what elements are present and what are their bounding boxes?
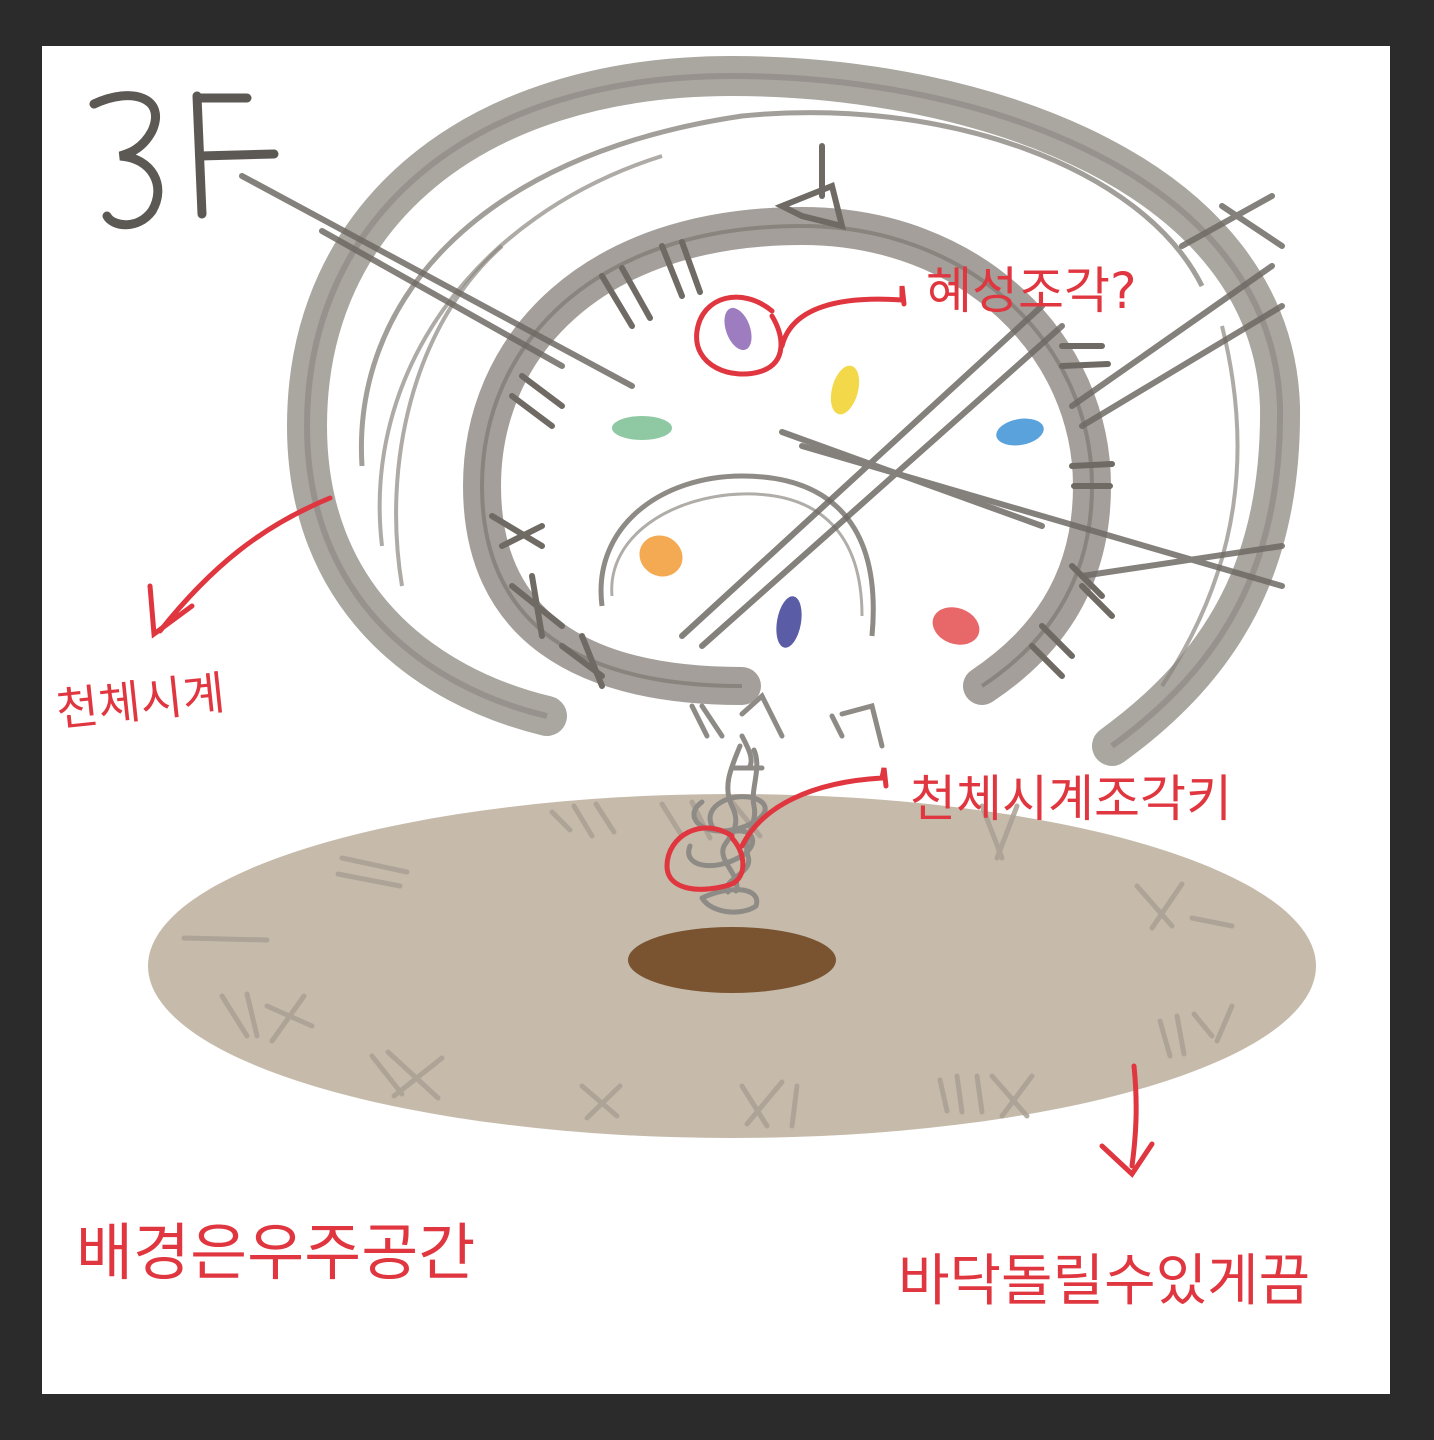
comet-fragments — [612, 307, 1044, 648]
annotation-astro-clock: 천체시계 — [54, 666, 228, 737]
inner-ring-ticks — [489, 143, 1115, 689]
floor-numerals — [181, 799, 1235, 1129]
blue-gem — [996, 418, 1044, 446]
floor-center-hole — [628, 927, 836, 993]
annotation-clock-fragment-key: 천체시계조각키 — [910, 770, 1232, 828]
sketch-art: 3F — [54, 55, 1316, 1314]
orange-gem — [639, 535, 683, 577]
annotation-floor-rotatable: 바닥돌릴수있게끔 — [898, 1249, 1310, 1314]
green-gem — [612, 416, 672, 440]
indigo-gem — [776, 596, 802, 648]
red-gem — [932, 607, 980, 645]
purple-gem — [724, 307, 752, 351]
annotation-strokes — [147, 285, 1155, 1178]
rotating-floor — [148, 794, 1316, 1138]
yellow-gem — [830, 365, 860, 415]
annotation-comet-fragments: 혜성조각? — [926, 262, 1137, 320]
annotation-background-space: 배경은우주공간 — [76, 1216, 475, 1289]
floor-label-text: 3F — [82, 225, 84, 227]
clock-hands — [239, 173, 1285, 649]
floor-label-3f — [89, 91, 279, 230]
outer-clock-ring — [286, 55, 1301, 766]
inner-clock-ring — [462, 143, 1115, 705]
drawing-canvas[interactable]: 3F — [42, 46, 1390, 1394]
